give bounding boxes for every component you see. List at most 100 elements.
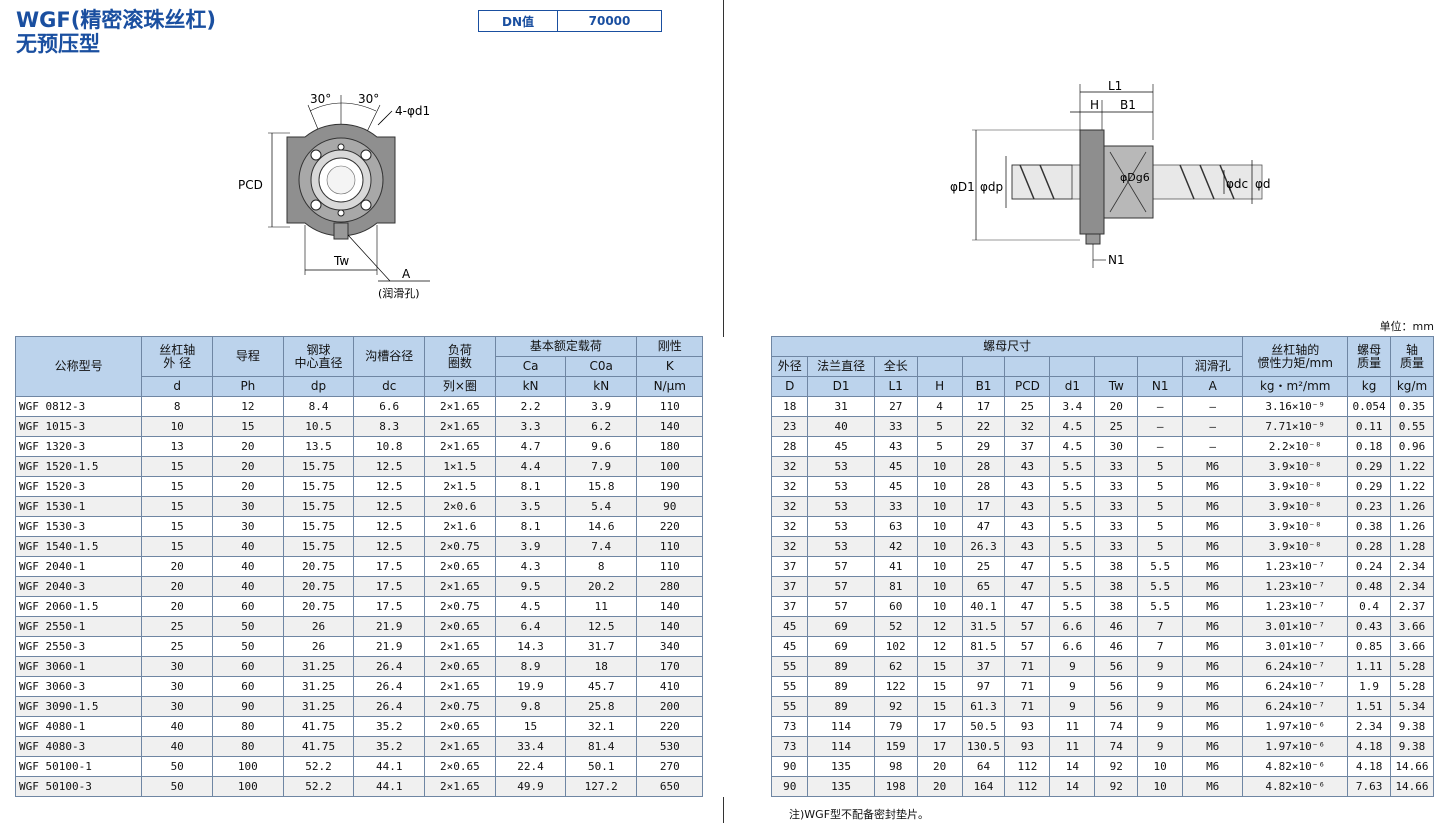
dn-label: DN值 bbox=[479, 11, 558, 31]
th-sym-circ: 列×圈 bbox=[424, 376, 496, 397]
gap-cell bbox=[702, 436, 772, 457]
table-cell: 1.51 bbox=[1347, 696, 1391, 717]
table-cell: 13.5 bbox=[282, 436, 355, 457]
gap-cell bbox=[702, 716, 772, 737]
nut-side-view-drawing: L1 H B1 φDg6 φD1 φdp φdc φd N1 bbox=[950, 79, 1271, 268]
table-cell: 15 bbox=[916, 676, 963, 697]
table-cell: 3.9 bbox=[565, 396, 638, 417]
d-label: φd bbox=[1255, 177, 1271, 191]
dc-label: φdc bbox=[1226, 177, 1248, 191]
th-shaft-mass-unit: kg/m bbox=[1390, 376, 1434, 397]
gap-cell bbox=[702, 636, 772, 657]
table-cell: 44.1 bbox=[353, 776, 426, 797]
table-cell: 5.5 bbox=[1049, 596, 1096, 617]
table-cell: 9 bbox=[1137, 676, 1184, 697]
table-cell: 29 bbox=[961, 436, 1006, 457]
table-cell: 25 bbox=[1004, 396, 1051, 417]
table-cell: 4.18 bbox=[1347, 756, 1391, 777]
th-model: 公称型号 bbox=[14, 336, 143, 397]
table-cell: 20.2 bbox=[565, 576, 638, 597]
table-cell: 33 bbox=[1094, 516, 1139, 537]
table-cell: 47 bbox=[961, 516, 1006, 537]
title-line-1: WGF(精密滚珠丝杠) bbox=[16, 8, 216, 32]
table-cell: M6 bbox=[1182, 496, 1244, 517]
table-cell: 9 bbox=[1137, 656, 1184, 677]
table-cell: 100 bbox=[212, 776, 284, 797]
table-cell: 10 bbox=[916, 576, 963, 597]
table-cell: 15.75 bbox=[282, 456, 355, 477]
table-cell: 15 bbox=[212, 416, 284, 437]
n1-label: N1 bbox=[1108, 253, 1125, 267]
table-cell: 12.5 bbox=[353, 516, 426, 537]
table-cell: 114 bbox=[807, 716, 875, 737]
table-cell: 90 bbox=[212, 696, 284, 717]
header-row-1: 公称型号 丝杠轴 外 径 导程 钢球 中心直径 沟槽谷径 负荷 圈数 基本额定载… bbox=[14, 336, 1434, 397]
oil-hole-label: (润滑孔) bbox=[378, 286, 420, 300]
table-cell: 40 bbox=[807, 416, 875, 437]
dn-value-box: DN值 70000 bbox=[478, 10, 662, 32]
table-cell: 7.9 bbox=[565, 456, 638, 477]
th-sym-ph: Ph bbox=[212, 376, 284, 397]
table-cell: 30 bbox=[212, 496, 284, 517]
table-cell: 61.3 bbox=[961, 696, 1006, 717]
th-sym-PCD: PCD bbox=[1004, 376, 1051, 397]
table-cell: 6.4 bbox=[494, 616, 567, 637]
table-cell: 55 bbox=[770, 696, 809, 717]
table-cell: 4.5 bbox=[1049, 436, 1096, 457]
table-cell: 50.1 bbox=[565, 756, 638, 777]
table-cell: 0.29 bbox=[1347, 476, 1391, 497]
table-cell: 20 bbox=[916, 776, 963, 797]
table-cell: 170 bbox=[636, 656, 704, 677]
page-title: WGF(精密滚珠丝杠) 无预压型 bbox=[16, 8, 216, 56]
table-cell: 97 bbox=[961, 676, 1006, 697]
table-cell: M6 bbox=[1182, 776, 1244, 797]
table-cell: 9 bbox=[1137, 736, 1184, 757]
table-cell: 1.22 bbox=[1390, 456, 1434, 477]
table-cell: 9 bbox=[1049, 696, 1096, 717]
th-coa: C0a bbox=[565, 356, 638, 377]
table-cell: 4.82×10⁻⁶ bbox=[1242, 756, 1349, 777]
table-cell: 6.24×10⁻⁷ bbox=[1242, 696, 1349, 717]
table-cell: 8.1 bbox=[494, 516, 567, 537]
table-cell: 4.7 bbox=[494, 436, 567, 457]
table-cell: 42 bbox=[873, 536, 918, 557]
table-cell: 2×1.65 bbox=[424, 736, 496, 757]
table-cell: 33 bbox=[1094, 456, 1139, 477]
table-cell: 5 bbox=[1137, 456, 1184, 477]
table-cell: 9 bbox=[1137, 696, 1184, 717]
table-cell: 6.6 bbox=[1049, 636, 1096, 657]
table-cell: 65 bbox=[961, 576, 1006, 597]
gap-cell bbox=[702, 456, 772, 477]
table-cell: 9 bbox=[1049, 656, 1096, 677]
table-cell: 1.97×10⁻⁶ bbox=[1242, 736, 1349, 757]
gap-cell bbox=[702, 596, 772, 617]
table-cell: 60 bbox=[212, 596, 284, 617]
table-cell: 47 bbox=[1004, 576, 1051, 597]
table-cell: 92 bbox=[873, 696, 918, 717]
model-cell: WGF 1530-3 bbox=[14, 516, 143, 537]
table-cell: 2×0.6 bbox=[424, 496, 496, 517]
th-sym-N1: N1 bbox=[1137, 376, 1184, 397]
table-cell: — bbox=[1137, 436, 1184, 457]
table-cell: 37 bbox=[961, 656, 1006, 677]
a-label: A bbox=[402, 267, 411, 281]
table-cell: — bbox=[1182, 436, 1244, 457]
table-cell: 14.3 bbox=[494, 636, 567, 657]
table-cell: 53 bbox=[807, 516, 875, 537]
table-cell: 410 bbox=[636, 676, 704, 697]
table-cell: 40.1 bbox=[961, 596, 1006, 617]
table-cell: 0.48 bbox=[1347, 576, 1391, 597]
table-cell: 14.6 bbox=[565, 516, 638, 537]
table-cell: 26.4 bbox=[353, 656, 426, 677]
model-cell: WGF 1530-1 bbox=[14, 496, 143, 517]
table-cell: 60 bbox=[212, 676, 284, 697]
table-cell: 110 bbox=[636, 396, 704, 417]
table-cell: 18 bbox=[770, 396, 809, 417]
table-cell: 22.4 bbox=[494, 756, 567, 777]
